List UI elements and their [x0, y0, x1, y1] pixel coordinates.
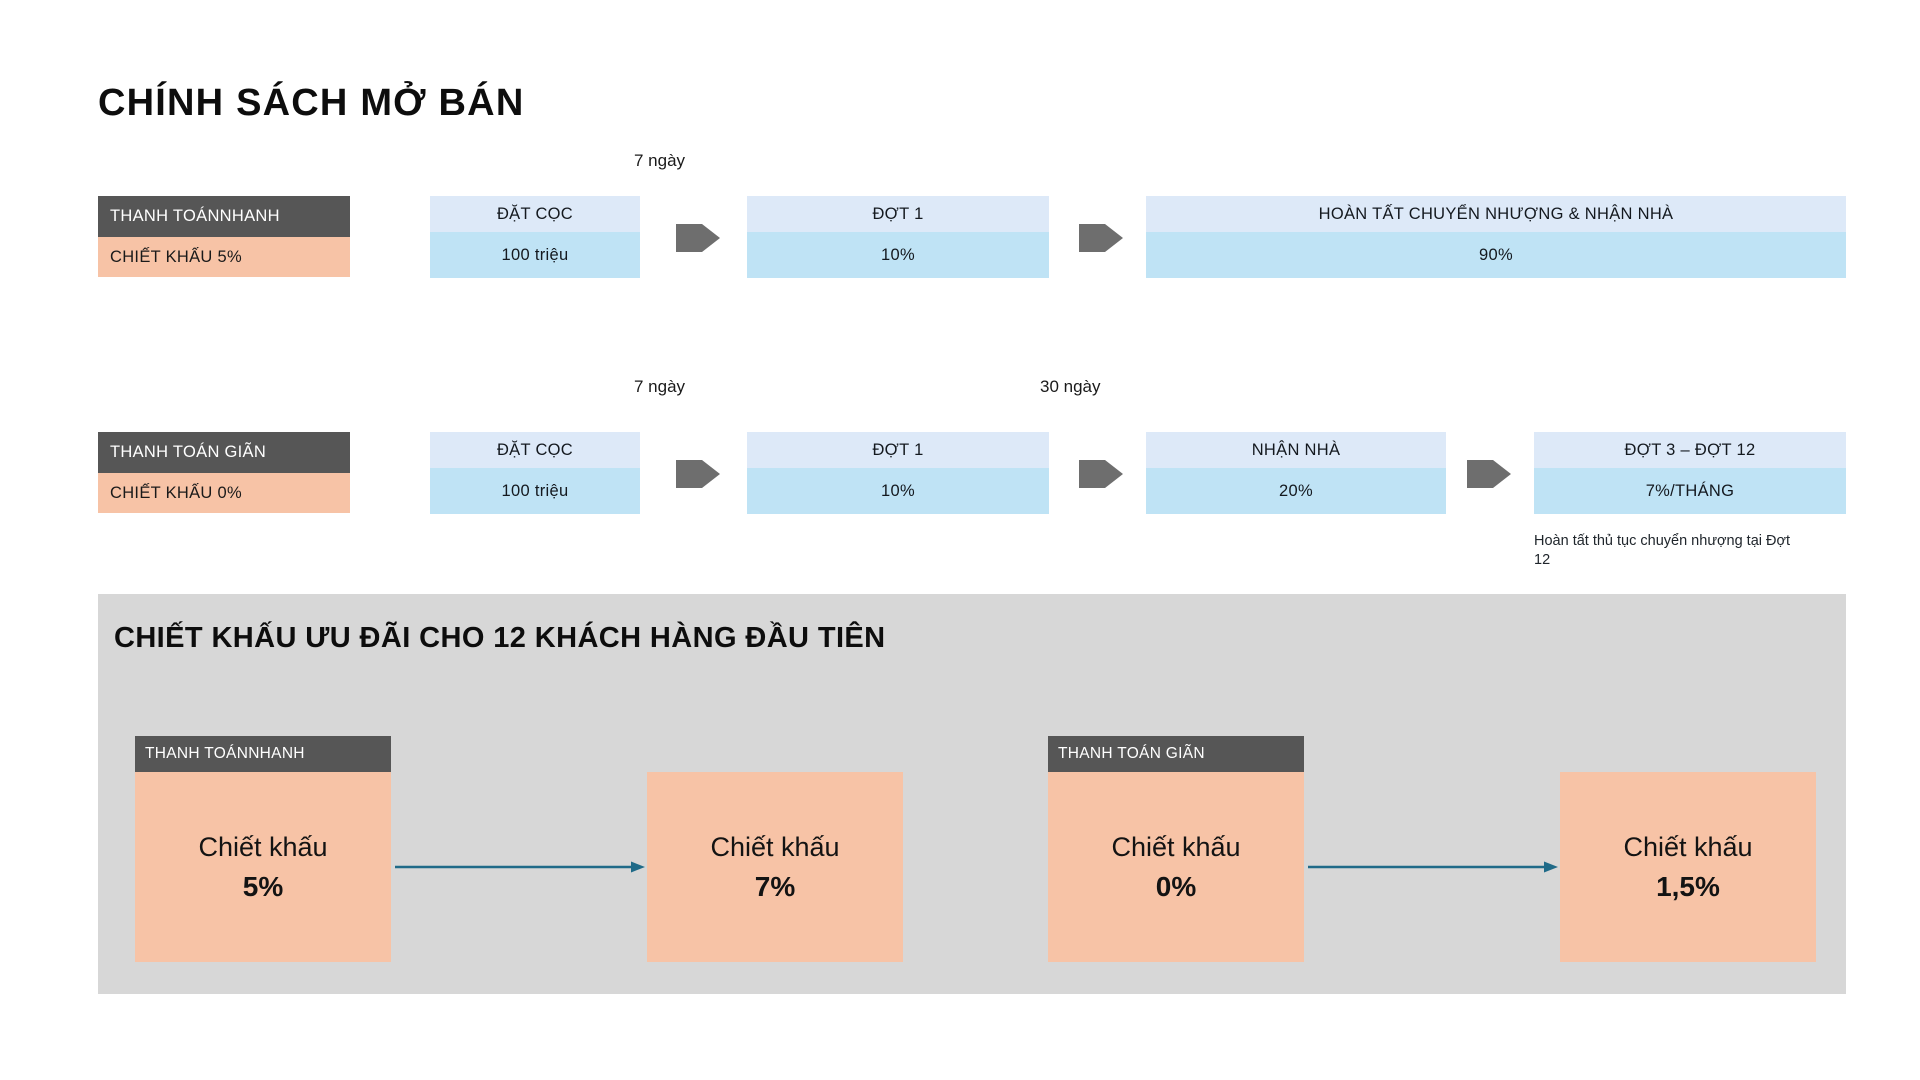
card-value: 0%: [1155, 871, 1197, 902]
early-customer-discount-panel: CHIẾT KHẤU ƯU ĐÃI CHO 12 KHÁCH HÀNG ĐẦU …: [98, 594, 1846, 994]
card-value: 1,5%: [1656, 871, 1720, 902]
step-row1-hoan-tat: HOÀN TẤT CHUYỂN NHƯỢNG & NHẬN NHÀ 90%: [1146, 196, 1846, 278]
chevron-arrow-icon: [1077, 450, 1125, 498]
step-value: 90%: [1146, 232, 1846, 278]
card-label: Chiết khấu: [710, 832, 840, 862]
chevron-arrow-icon: [674, 450, 722, 498]
card-tag-fast: THANH TOÁNNHANH: [135, 736, 391, 772]
panel-title: CHIẾT KHẤU ƯU ĐÃI CHO 12 KHÁCH HÀNG ĐẦU …: [114, 622, 886, 654]
step-head: HOÀN TẤT CHUYỂN NHƯỢNG & NHẬN NHÀ: [1146, 196, 1846, 232]
step-row1-dat-coc: ĐẶT CỌC 100 triệu: [430, 196, 640, 278]
step-head: ĐẶT CỌC: [430, 432, 640, 468]
step-row2-dat-coc: ĐẶT CỌC 100 triệu: [430, 432, 640, 514]
step-head: ĐỢT 1: [747, 196, 1049, 232]
flow-arrow-extended-icon: [1308, 860, 1560, 874]
card-label: Chiết khấu: [198, 832, 328, 862]
chevron-arrow-icon: [1465, 450, 1513, 498]
card-value: 7%: [754, 871, 796, 902]
step-value: 20%: [1146, 468, 1446, 514]
step-value: 10%: [747, 468, 1049, 514]
card-value: 5%: [242, 871, 284, 902]
plan-name-fast: THANH TOÁNNHANH: [98, 196, 350, 237]
discount-card-fast-from: Chiết khấu 5%: [135, 772, 391, 962]
step-value: 100 triệu: [430, 468, 640, 514]
step-value: 10%: [747, 232, 1049, 278]
chevron-arrow-icon: [674, 214, 722, 262]
card-tag-extended: THANH TOÁN GIÃN: [1048, 736, 1304, 772]
step-head: ĐẶT CỌC: [430, 196, 640, 232]
step-value: 100 triệu: [430, 232, 640, 278]
plan-discount-extended: CHIẾT KHẤU 0%: [98, 473, 350, 513]
plan-name-extended: THANH TOÁN GIÃN: [98, 432, 350, 473]
page-title: CHÍNH SÁCH MỞ BÁN: [98, 82, 525, 124]
duration-row2-2: 30 ngày: [1040, 377, 1101, 396]
chevron-arrow-icon: [1077, 214, 1125, 262]
card-label: Chiết khấu: [1111, 832, 1241, 862]
plan-discount-fast: CHIẾT KHẤU 5%: [98, 237, 350, 277]
step-row1-dot-1: ĐỢT 1 10%: [747, 196, 1049, 278]
duration-row2-1: 7 ngày: [634, 377, 686, 396]
step-head: ĐỢT 3 – ĐỢT 12: [1534, 432, 1846, 468]
plan-label-extended: THANH TOÁN GIÃN CHIẾT KHẤU 0%: [98, 432, 350, 513]
step-row2-nhan-nha: NHẬN NHÀ 20%: [1146, 432, 1446, 514]
step-head: NHẬN NHÀ: [1146, 432, 1446, 468]
duration-row1-1: 7 ngày: [634, 151, 686, 170]
plan-label-fast: THANH TOÁNNHANH CHIẾT KHẤU 5%: [98, 196, 350, 277]
discount-card-extended-to: Chiết khấu 1,5%: [1560, 772, 1816, 962]
discount-card-extended-from: Chiết khấu 0%: [1048, 772, 1304, 962]
discount-card-fast-to: Chiết khấu 7%: [647, 772, 903, 962]
step-row2-dot-1: ĐỢT 1 10%: [747, 432, 1049, 514]
flow-arrow-fast-icon: [395, 860, 647, 874]
footnote-transfer-note: Hoàn tất thủ tục chuyển nhượng tại Đợt 1…: [1534, 533, 1791, 568]
step-row2-dot-3-12: ĐỢT 3 – ĐỢT 12 7%/THÁNG: [1534, 432, 1846, 514]
card-label: Chiết khấu: [1623, 832, 1753, 862]
step-value: 7%/THÁNG: [1534, 468, 1846, 514]
step-head: ĐỢT 1: [747, 432, 1049, 468]
